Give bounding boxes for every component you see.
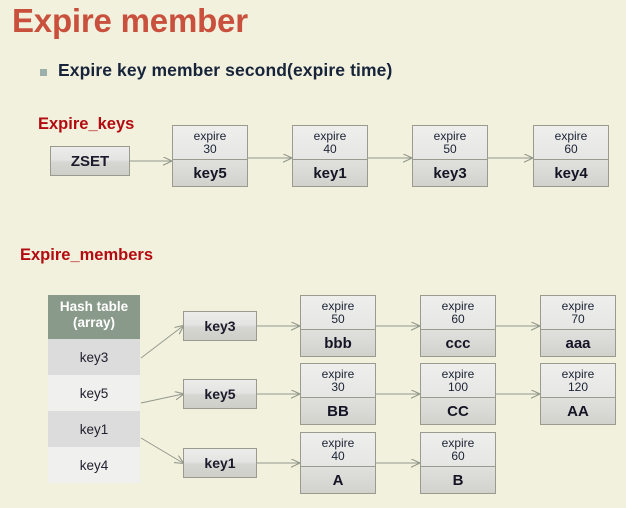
expire-value: 40: [331, 448, 345, 463]
expire-label-group: expire 50: [301, 296, 375, 330]
expire-label-group: expire 30: [173, 126, 247, 160]
expire-value: 120: [567, 379, 589, 394]
hash-table-cell[interactable]: key3: [48, 339, 140, 375]
node-value: bbb: [301, 330, 375, 356]
connector-hash-key1: [140, 437, 183, 463]
expire-word: expire: [554, 128, 588, 143]
expire-keys-node-4[interactable]: expire 60 key4: [533, 125, 609, 187]
node-value: ccc: [421, 330, 495, 356]
expire-value: 30: [203, 141, 217, 156]
expire-word: expire: [193, 128, 227, 143]
expire-word: expire: [441, 298, 475, 313]
expire-value: 50: [331, 311, 345, 326]
node-value: key4: [534, 160, 608, 186]
hash-table-header-line1: Hash table: [59, 299, 129, 314]
expire-word: expire: [441, 435, 475, 450]
expire-label-group: expire 40: [301, 433, 375, 467]
node-value: aaa: [541, 330, 615, 356]
expire-keys-node-2[interactable]: expire 40 key1: [292, 125, 368, 187]
expire-word: expire: [561, 298, 595, 313]
expire-value: 30: [331, 379, 345, 394]
node-value: key5: [173, 160, 247, 186]
expire-value: 60: [564, 141, 578, 156]
expire-label-group: expire 60: [421, 296, 495, 330]
square-bullet-icon: [40, 68, 47, 76]
expire-word: expire: [433, 128, 467, 143]
expire-word: expire: [313, 128, 347, 143]
zset-box[interactable]: ZSET: [50, 146, 130, 176]
hash-table-cell[interactable]: key1: [48, 411, 140, 447]
page-title: Expire member: [12, 2, 248, 39]
expire-word: expire: [321, 435, 355, 450]
expire-word: expire: [321, 366, 355, 381]
expire-word: expire: [561, 366, 595, 381]
expire-value: 60: [451, 311, 465, 326]
member-node-key5-2[interactable]: expire 100 CC: [420, 363, 496, 425]
member-key-box-key3[interactable]: key3: [183, 311, 257, 341]
expire-word: expire: [321, 298, 355, 313]
node-value: key3: [413, 160, 487, 186]
expire-label-group: expire 60: [421, 433, 495, 467]
expire-label-group: expire 50: [413, 126, 487, 160]
node-value: CC: [421, 398, 495, 424]
bullet-line: Expire key member second(expire time): [40, 60, 392, 81]
expire-label-group: expire 30: [301, 364, 375, 398]
member-key-box-key5[interactable]: key5: [183, 379, 257, 409]
expire-value: 60: [451, 448, 465, 463]
connector-hash-key3: [140, 326, 183, 359]
hash-table: Hash table (array) key3 key5 key1 key4: [48, 295, 140, 483]
expire-value: 70: [571, 311, 585, 326]
member-node-key3-3[interactable]: expire 70 aaa: [540, 295, 616, 357]
member-key-box-key1[interactable]: key1: [183, 448, 257, 478]
node-value: A: [301, 467, 375, 493]
hash-table-cell[interactable]: key5: [48, 375, 140, 411]
expire-label-group: expire 120: [541, 364, 615, 398]
node-value: BB: [301, 398, 375, 424]
expire-value: 40: [323, 141, 337, 156]
connector-hash-key5: [140, 394, 183, 404]
member-node-key5-3[interactable]: expire 120 AA: [540, 363, 616, 425]
member-node-key3-1[interactable]: expire 50 bbb: [300, 295, 376, 357]
hash-table-header-line2: (array): [72, 314, 116, 330]
member-node-key3-2[interactable]: expire 60 ccc: [420, 295, 496, 357]
expire-value: 100: [447, 379, 469, 394]
expire-label-group: expire 70: [541, 296, 615, 330]
expire-keys-node-3[interactable]: expire 50 key3: [412, 125, 488, 187]
node-value: B: [421, 467, 495, 493]
bullet-text: Expire key member second(expire time): [58, 60, 393, 80]
node-value: key1: [293, 160, 367, 186]
expire-label-group: expire 60: [534, 126, 608, 160]
node-value: AA: [541, 398, 615, 424]
section-label-expire-members: Expire_members: [20, 246, 153, 264]
member-node-key1-2[interactable]: expire 60 B: [420, 432, 496, 494]
hash-table-cell[interactable]: key4: [48, 447, 140, 483]
member-node-key5-1[interactable]: expire 30 BB: [300, 363, 376, 425]
expire-label-group: expire 100: [421, 364, 495, 398]
hash-table-header: Hash table (array): [48, 295, 140, 339]
expire-word: expire: [441, 366, 475, 381]
section-label-expire-keys: Expire_keys: [38, 115, 135, 133]
expire-keys-node-1[interactable]: expire 30 key5: [172, 125, 248, 187]
member-node-key1-1[interactable]: expire 40 A: [300, 432, 376, 494]
expire-value: 50: [443, 141, 457, 156]
expire-label-group: expire 40: [293, 126, 367, 160]
